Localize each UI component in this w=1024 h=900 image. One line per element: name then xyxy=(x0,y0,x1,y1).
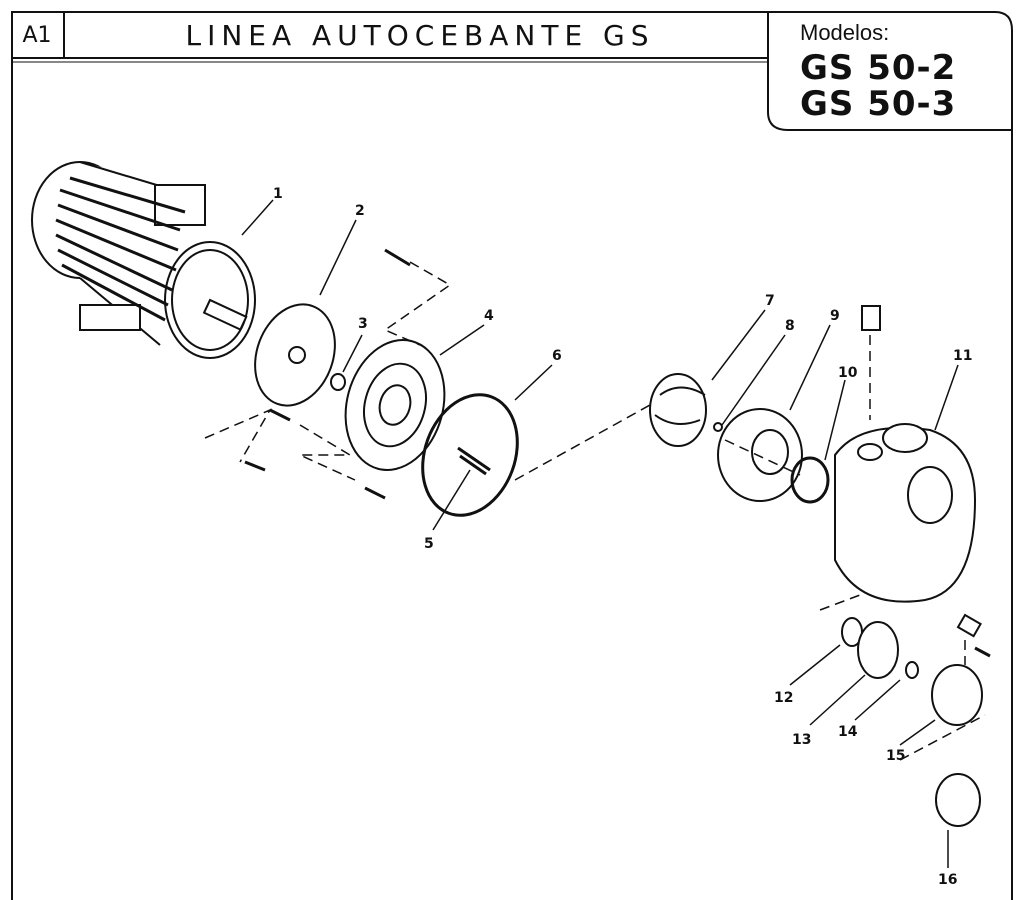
page-title: LINEA AUTOCEBANTE GS xyxy=(185,18,655,52)
callout-10: 10 xyxy=(838,365,858,381)
washer xyxy=(330,373,346,391)
pump-body xyxy=(834,305,977,603)
inlet-filter xyxy=(935,773,981,827)
assembly-lines xyxy=(204,261,986,761)
inlet-flange xyxy=(931,664,983,726)
callout-13: 13 xyxy=(792,732,812,748)
callout-9: 9 xyxy=(830,308,840,324)
fasteners xyxy=(244,248,991,658)
callout-16: 16 xyxy=(938,872,958,888)
callout-1: 1 xyxy=(273,186,283,202)
callout-3: 3 xyxy=(358,316,368,332)
callout-4: 4 xyxy=(484,308,494,324)
models-box xyxy=(767,12,1012,131)
leader-lines xyxy=(241,199,959,868)
diffuser xyxy=(713,408,803,502)
adapter-plate xyxy=(254,303,336,407)
impeller xyxy=(649,373,707,447)
models-label: Modelos: xyxy=(800,20,890,45)
o-ring xyxy=(790,456,830,504)
motor-fins xyxy=(55,176,186,322)
callout-7: 7 xyxy=(765,293,775,309)
model-gs-50-2: GS 50-2 xyxy=(800,48,957,88)
callout-5: 5 xyxy=(424,536,434,552)
callout-11: 11 xyxy=(953,348,973,364)
cover-plate xyxy=(857,621,899,679)
callout-6: 6 xyxy=(552,348,562,364)
callout-15: 15 xyxy=(886,748,906,764)
drawing-border xyxy=(11,11,1013,900)
model-gs-50-3: GS 50-3 xyxy=(800,84,957,124)
mechanical-seal xyxy=(457,446,491,476)
pump-flange xyxy=(344,339,446,471)
callout-8: 8 xyxy=(785,318,795,334)
callout-2: 2 xyxy=(355,203,365,219)
small-washer xyxy=(905,661,919,679)
gasket-ring xyxy=(421,393,519,517)
callout-12: 12 xyxy=(774,690,794,706)
callout-14: 14 xyxy=(838,724,858,740)
sheet-code: A1 xyxy=(22,22,52,48)
